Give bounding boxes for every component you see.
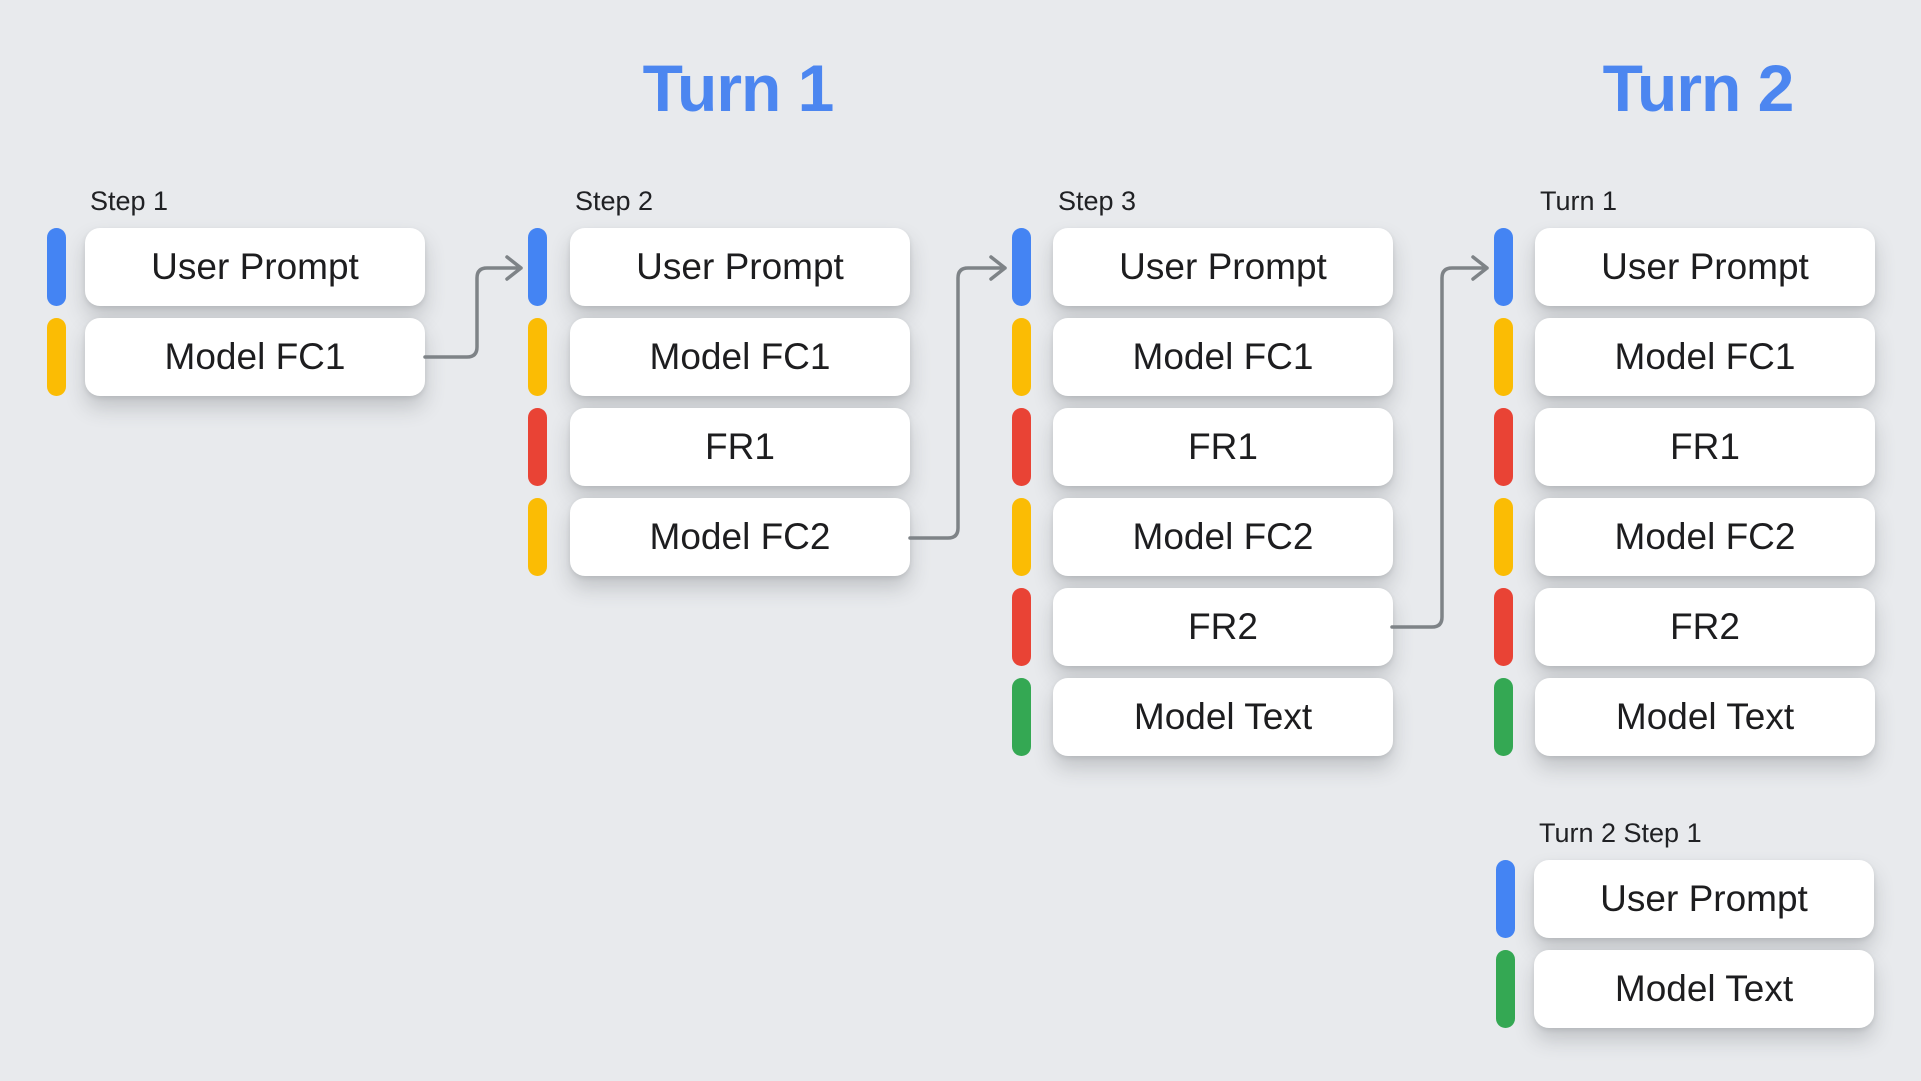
user-prompt-color-bar: [47, 228, 66, 306]
model-fc1-label: Model FC1: [649, 336, 831, 377]
fr1-box: FR1: [1053, 408, 1393, 486]
user-prompt-color-bar: [1012, 228, 1031, 306]
model-fc1-label: Model FC1: [164, 336, 346, 377]
user-prompt-box: User Prompt: [1535, 228, 1875, 306]
user-prompt-label: User Prompt: [1119, 246, 1327, 287]
model-fc1-box: Model FC1: [570, 318, 910, 396]
model-text-color-bar: [1496, 950, 1515, 1028]
model-text-label: Model Text: [1615, 696, 1795, 737]
fr1-box: FR1: [1535, 408, 1875, 486]
model-fc2-box: Model FC2: [1535, 498, 1875, 576]
column-label-turn-2-step-1-4: Turn 2 Step 1: [1539, 818, 1702, 848]
column-label-step-3-2: Step 3: [1058, 186, 1137, 216]
fr2-box: FR2: [1053, 588, 1393, 666]
model-fc2-label: Model FC2: [649, 516, 831, 557]
fr2-color-bar: [1012, 588, 1031, 666]
user-prompt-color-bar: [1496, 860, 1515, 938]
user-prompt-label: User Prompt: [636, 246, 844, 287]
fr1-label: FR1: [1188, 426, 1258, 467]
model-fc2-box: Model FC2: [570, 498, 910, 576]
fr2-color-bar: [1494, 588, 1513, 666]
fr2-label: FR2: [1188, 606, 1258, 647]
model-text-label: Model Text: [1133, 696, 1313, 737]
model-text-color-bar: [1012, 678, 1031, 756]
fr2-box: FR2: [1535, 588, 1875, 666]
model-fc1-color-bar: [528, 318, 547, 396]
user-prompt-label: User Prompt: [151, 246, 359, 287]
user-prompt-box: User Prompt: [1053, 228, 1393, 306]
model-fc2-color-bar: [1494, 498, 1513, 576]
fr1-color-bar: [528, 408, 547, 486]
arrow-connector-from-step-3-fr2: [1390, 255, 1489, 629]
model-text-color-bar: [1494, 678, 1513, 756]
model-fc1-label: Model FC1: [1132, 336, 1314, 377]
model-fc2-box: Model FC2: [1053, 498, 1393, 576]
fr1-label: FR1: [1670, 426, 1740, 467]
user-prompt-box: User Prompt: [570, 228, 910, 306]
model-text-box: Model Text: [1053, 678, 1393, 756]
column-label-turn-1-3: Turn 1: [1540, 186, 1618, 216]
fr1-box: FR1: [570, 408, 910, 486]
arrow-connector-from-step-2-model-fc2: [908, 255, 1007, 540]
user-prompt-label: User Prompt: [1601, 246, 1809, 287]
model-fc1-box: Model FC1: [85, 318, 425, 396]
model-fc2-label: Model FC2: [1132, 516, 1314, 557]
turn-title-turn-1: Turn 1: [642, 51, 835, 125]
arrow-connector-from-step-1-model-fc1: [423, 255, 523, 359]
fr2-label: FR2: [1670, 606, 1740, 647]
model-fc2-color-bar: [1012, 498, 1031, 576]
user-prompt-box: User Prompt: [1534, 860, 1874, 938]
user-prompt-box: User Prompt: [85, 228, 425, 306]
model-fc1-color-bar: [1012, 318, 1031, 396]
model-fc1-color-bar: [1494, 318, 1513, 396]
model-fc1-label: Model FC1: [1614, 336, 1796, 377]
column-label-step-1-0: Step 1: [90, 186, 169, 216]
column-label-step-2-1: Step 2: [575, 186, 654, 216]
model-fc1-box: Model FC1: [1053, 318, 1393, 396]
user-prompt-color-bar: [528, 228, 547, 306]
model-fc2-label: Model FC2: [1614, 516, 1796, 557]
model-text-label: Model Text: [1614, 968, 1794, 1009]
turn-title-turn-2: Turn 2: [1602, 51, 1795, 125]
fr1-color-bar: [1494, 408, 1513, 486]
model-text-box: Model Text: [1535, 678, 1875, 756]
model-fc1-color-bar: [47, 318, 66, 396]
fr1-color-bar: [1012, 408, 1031, 486]
fr1-label: FR1: [705, 426, 775, 467]
user-prompt-color-bar: [1494, 228, 1513, 306]
model-text-box: Model Text: [1534, 950, 1874, 1028]
model-fc1-box: Model FC1: [1535, 318, 1875, 396]
user-prompt-label: User Prompt: [1600, 878, 1808, 919]
model-fc2-color-bar: [528, 498, 547, 576]
